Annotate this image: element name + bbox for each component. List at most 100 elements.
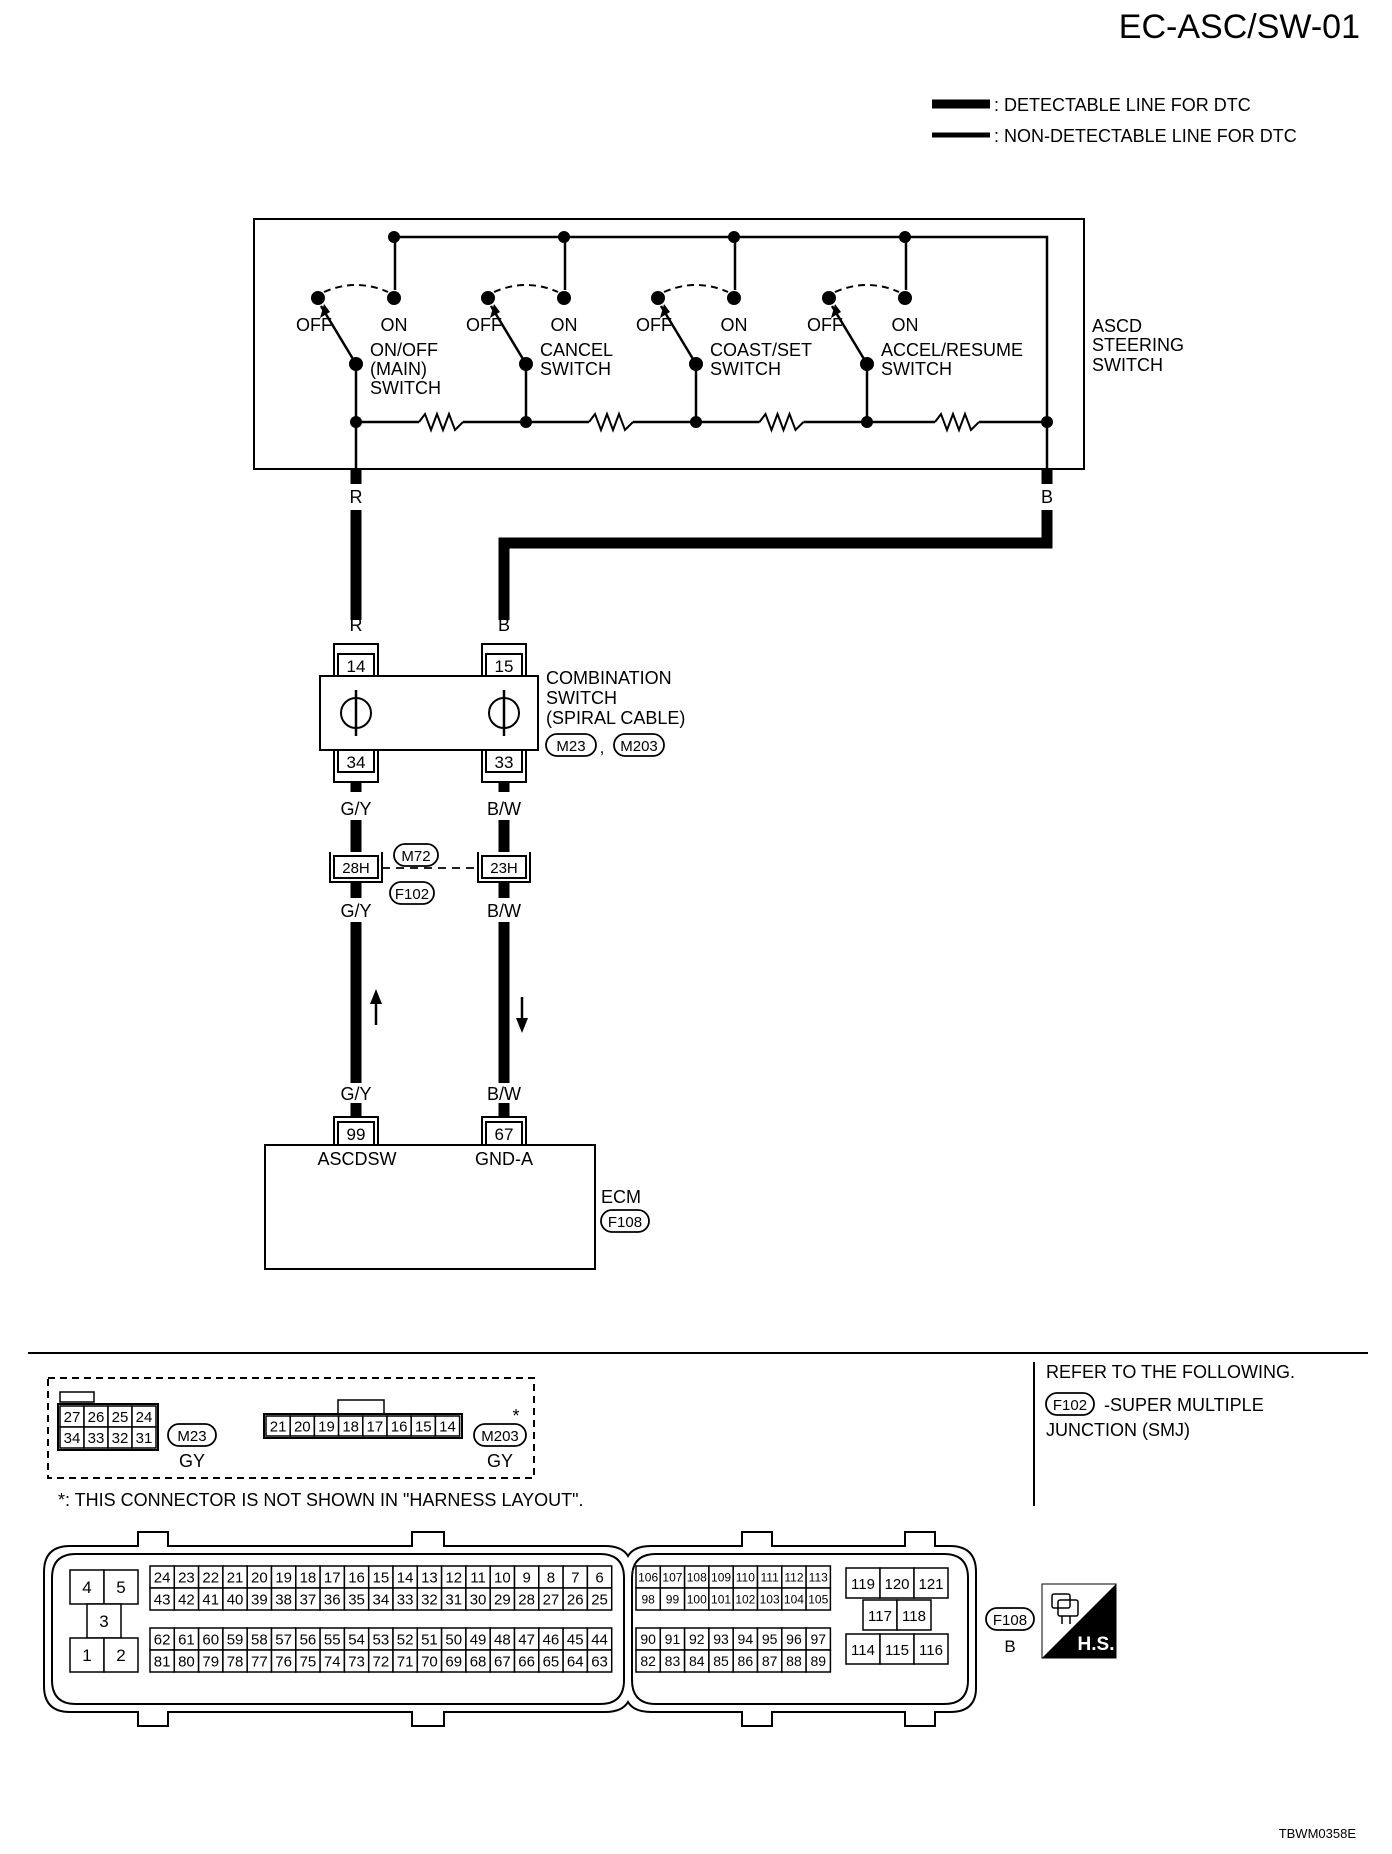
ecm-conn-a-pin-75: 75 [300,1653,317,1670]
ecm-conn-a-pin-66: 66 [518,1653,535,1670]
ecm-conn-a-pin-21: 21 [227,1569,244,1586]
ecm-conn-a-pin-25: 25 [591,1591,608,1608]
ecm-conn-b-pin-84: 84 [689,1653,705,1669]
ecm-conn-a-pin-40: 40 [227,1591,244,1608]
ecm-conn-a-pin-8: 8 [547,1569,555,1586]
switch-name-line: SWITCH [540,359,611,379]
m203-view-color: GY [487,1451,513,1471]
switch-on-label: ON [892,315,919,335]
ecm-conn-a-pin-76: 76 [275,1653,292,1670]
ecm-conn-a-pin-30: 30 [470,1591,487,1608]
ecm-conn-b-pin-112: 112 [784,1570,803,1584]
ecm-conn-pin-2: 2 [116,1646,125,1665]
legend-detectable: : DETECTABLE LINE FOR DTC [994,95,1251,115]
ecm-conn-a-pin-43: 43 [154,1591,171,1608]
m23-pin-27: 27 [64,1409,81,1426]
tag-f102: F102 [395,886,429,903]
ecm-conn-b-pin-97: 97 [810,1631,826,1647]
m23-view-color: GY [179,1451,205,1471]
ecm-conn-b-pin-113: 113 [809,1570,828,1584]
hs-label: H.S. [1078,1634,1115,1655]
m203-pin-19: 19 [318,1418,335,1435]
ecm-conn-b-pin-104: 104 [784,1592,804,1606]
ecm-conn-b-pin-93: 93 [713,1631,729,1647]
ecm-conn-cell [69,1637,105,1673]
ecm-conn-a-pin-35: 35 [348,1591,365,1608]
ascd-label-1: ASCD [1092,316,1142,336]
ecm-conn-a-pin-59: 59 [227,1631,244,1648]
ecm-conn-c-cell [896,1599,932,1631]
ecm-pin-name-ascdsw: ASCDSW [317,1149,396,1169]
ecm-conn-pin-4: 4 [82,1578,91,1597]
m23-pin-34: 34 [64,1430,81,1447]
ecm-conn-a-pin-19: 19 [275,1569,292,1586]
resistor-4 [934,411,980,433]
comb-label-3: (SPIRAL CABLE) [546,708,685,728]
tag-m203: M203 [620,738,658,755]
ecm-conn-a-pin-11: 11 [470,1569,486,1586]
ecm-conn-a-pin-57: 57 [275,1631,292,1648]
ecm-conn-a-pin-54: 54 [348,1631,365,1648]
ecm-conn-a-pin-67: 67 [494,1653,511,1670]
lower-wires [329,782,531,1083]
wire-r-bottom: R [350,615,363,635]
ecm-conn-a-pin-16: 16 [348,1569,365,1586]
m23-pin-26: 26 [88,1409,105,1426]
ecm-conn-b-pin-92: 92 [689,1631,705,1647]
ecm-conn-a-pin-61: 61 [178,1631,195,1648]
ecm-conn-a-pin-74: 74 [324,1653,341,1670]
upper-wires [350,470,1053,620]
connector-view-tags [167,1423,527,1447]
ecm-conn-c-cell [879,1567,915,1599]
ecm-conn-b-pin-89: 89 [810,1653,826,1669]
ecm-conn-b-pin-96: 96 [786,1631,802,1647]
switch-name-line: CANCEL [540,340,613,360]
m203-pin-15: 15 [415,1418,432,1435]
resistor-2 [588,411,634,433]
ecm-conn-b-pin-108: 108 [687,1570,707,1584]
ecm-conn-b-pin-105: 105 [808,1592,828,1606]
ecm-conn-a-pin-14: 14 [397,1569,414,1586]
wire-bw-2: B/W [487,901,521,921]
ecm-conn-pin-1: 1 [82,1646,91,1665]
ecm-conn-a-pin-55: 55 [324,1631,341,1648]
tag-m23: M23 [556,738,585,755]
wire-gy-1: G/Y [340,799,371,819]
legend: : DETECTABLE LINE FOR DTC : NON-DETECTAB… [932,95,1297,146]
ecm-block [264,1103,650,1270]
comb-label-2: SWITCH [546,688,617,708]
ecm-conn-a-pin-53: 53 [373,1631,390,1648]
ecm-conn-a-pin-26: 26 [567,1591,584,1608]
ecm-conn-pin-120: 120 [884,1576,909,1593]
ecm-conn-a-cell [586,1587,613,1611]
ecm-conn-pin-115: 115 [885,1642,909,1659]
m23-cell [131,1426,157,1449]
comb-pin-33: 33 [495,753,514,772]
m23-view-tag: M23 [177,1428,206,1445]
ecm-conn-a-pin-79: 79 [202,1653,219,1670]
ecm-conn-a-pin-46: 46 [543,1631,560,1648]
ecm-conn-a-pin-51: 51 [421,1631,438,1648]
m203-star: * [512,1406,519,1426]
figure-id: TBWM0358E [1279,1826,1357,1841]
ecm-conn-b-pin-86: 86 [738,1653,754,1669]
wire-b-top: B [1041,487,1053,507]
refer-tag: F102 [1053,1397,1087,1414]
ecm-conn-b-pin-103: 103 [760,1592,780,1606]
ecm-conn-pin-116: 116 [919,1642,943,1659]
ecm-conn-a-pin-15: 15 [373,1569,390,1586]
ecm-conn-a-pin-69: 69 [445,1653,462,1670]
resistor-3 [758,411,805,433]
switch-off-label: OFF [466,315,502,335]
ecm-conn-a-pin-56: 56 [300,1631,317,1648]
m23-pin-31: 31 [136,1430,153,1447]
ecm-conn-b-pin-107: 107 [662,1570,682,1584]
ecm-conn-b-cell [805,1649,832,1673]
footnote: *: THIS CONNECTOR IS NOT SHOWN IN "HARNE… [58,1490,584,1510]
ecm-conn-a-pin-12: 12 [445,1569,462,1586]
ecm-conn-a-pin-41: 41 [202,1591,219,1608]
ecm-conn-a-pin-39: 39 [251,1591,268,1608]
